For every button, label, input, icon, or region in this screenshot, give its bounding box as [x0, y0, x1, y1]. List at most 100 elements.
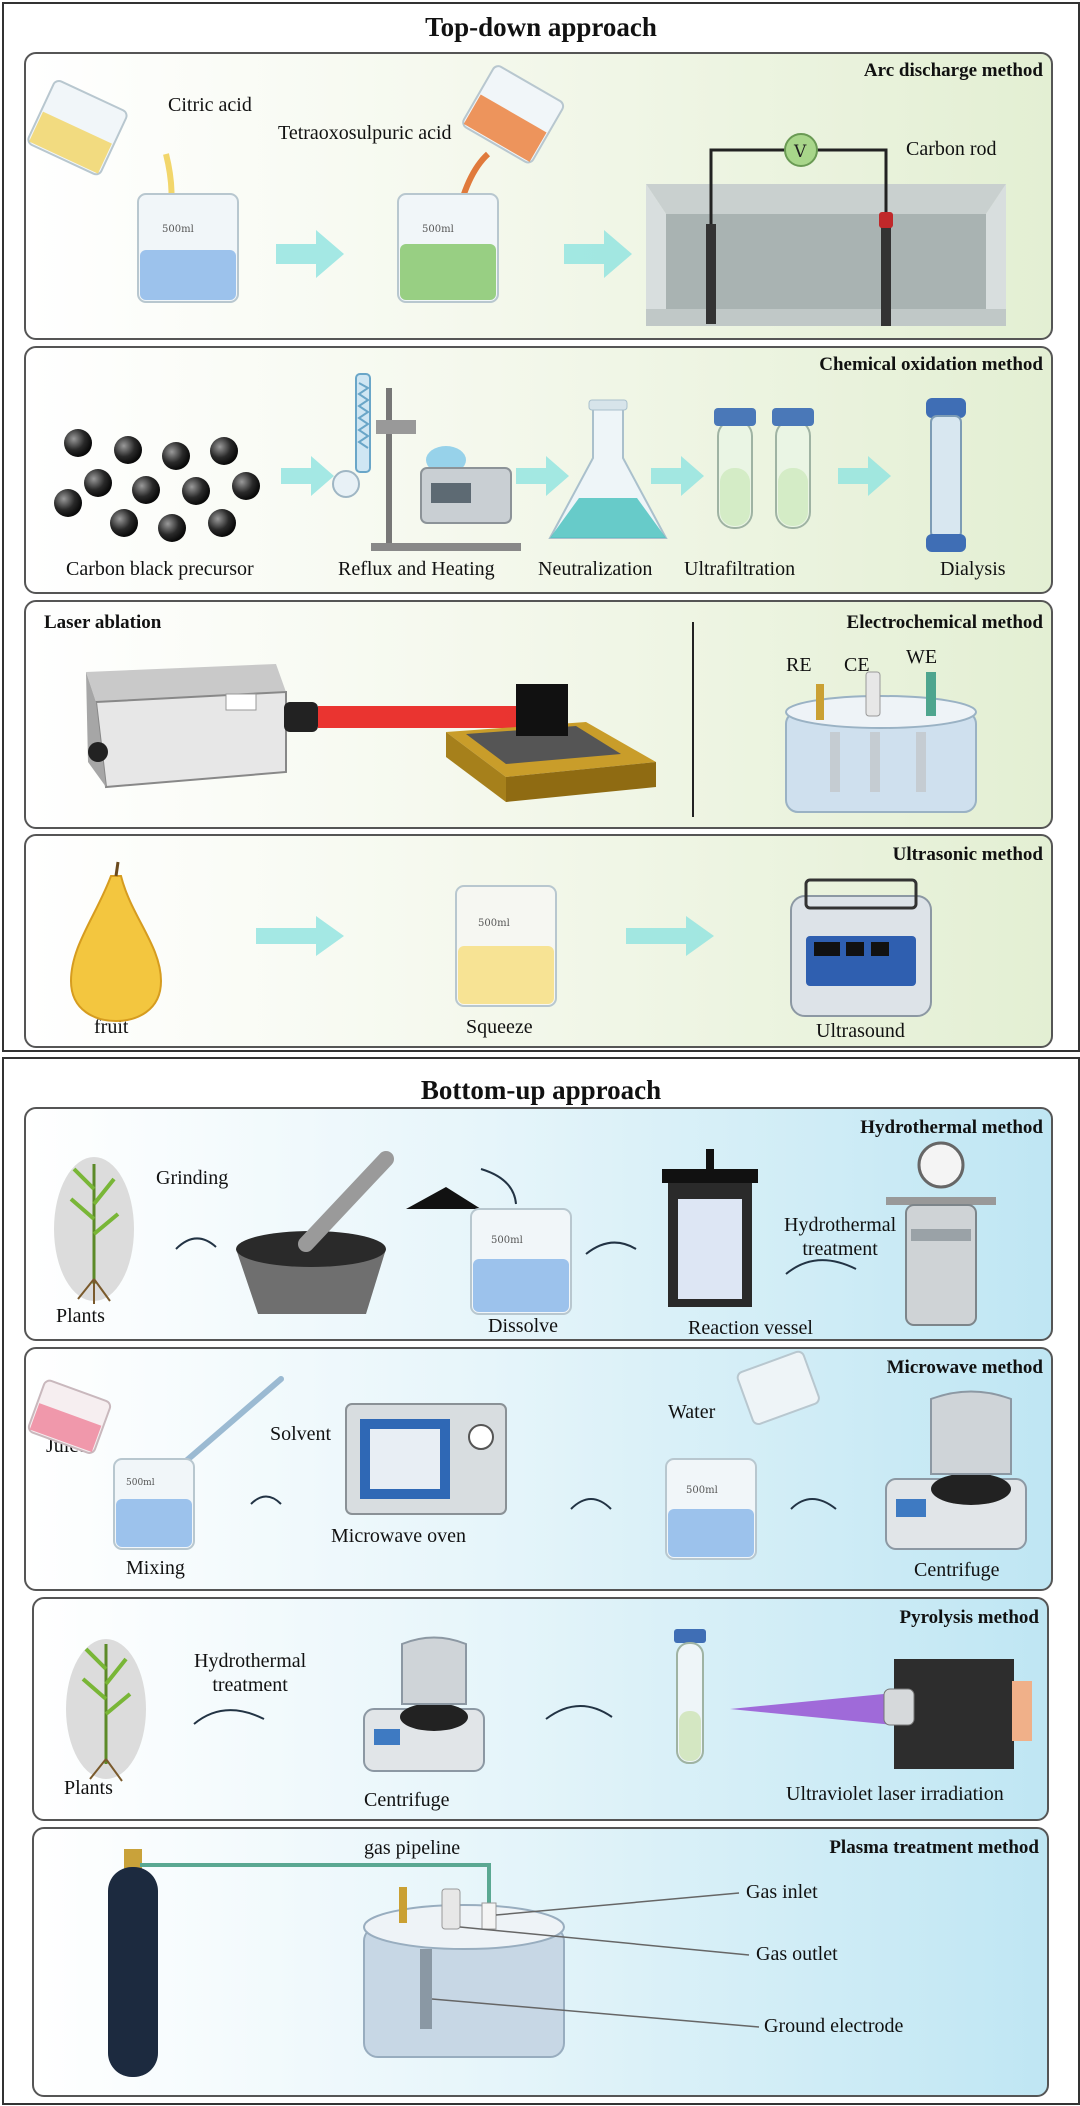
beaker-blue: 500ml [137, 193, 239, 303]
uv-beam [730, 1693, 894, 1725]
voltmeter [784, 133, 818, 167]
reaction-vessel-label: Reaction vessel [688, 1317, 813, 1339]
svg-text:500ml: 500ml [126, 1478, 155, 1488]
arrow-8 [626, 916, 714, 956]
bottom-up-title: Bottom-up approach [420, 1075, 662, 1105]
gas-outlet-label: Gas outlet [756, 1943, 838, 1965]
svg-text:500ml: 500ml [422, 224, 454, 235]
gas-pipeline-label: gas pipeline [364, 1837, 461, 1859]
pouring-water-beaker [736, 1350, 820, 1425]
uv-laser-label: Ultraviolet laser irradiation [786, 1783, 1004, 1805]
arc-discharge-illustration: 500ml 500ml [27, 65, 1006, 326]
sample-tube [674, 1629, 706, 1764]
ground-electrode-line [431, 1998, 760, 2028]
plasma-reactor [363, 1887, 565, 2058]
carbon-rod-right [881, 216, 891, 326]
grinding-label: Grinding [156, 1167, 229, 1189]
target-platform [446, 684, 656, 802]
curved-arrow-6 [570, 1498, 612, 1510]
solvent-label: Solvent [270, 1423, 332, 1445]
microwave-panel: Microwave method Juice Solvent Mixing Mi… [24, 1347, 1053, 1591]
pear-fruit [69, 861, 163, 1023]
ce-label: CE [844, 654, 870, 676]
centrifuge-1 [885, 1390, 1027, 1550]
dissolve-beaker: 500ml [470, 1208, 572, 1315]
bottom-up-section: Bottom-up approach Hydrothermal method P… [2, 1057, 1080, 2105]
centrifuge-label-2: Centrifuge [364, 1789, 450, 1811]
plant-icon-1 [54, 1157, 134, 1304]
curved-arrow-4 [785, 1259, 857, 1275]
pouring-beaker-citric [27, 79, 128, 176]
pouring-beaker-tetra [462, 65, 565, 164]
curved-arrow-2 [480, 1168, 517, 1205]
arc-discharge-title: Arc discharge method [863, 60, 1043, 81]
gas-outlet-line [459, 1926, 750, 1956]
svg-text:500ml: 500ml [491, 1235, 523, 1246]
arrow-4 [516, 456, 569, 496]
rotary-evaporator [332, 373, 521, 551]
microwave-title: Microwave method [886, 1357, 1043, 1378]
dropper [183, 1376, 284, 1464]
re-label: RE [786, 654, 812, 676]
ultrasonic-bath [790, 878, 932, 1017]
laser-beam [318, 706, 550, 728]
mortar-and-pestle [236, 1151, 481, 1314]
microwave-oven [345, 1403, 507, 1515]
juice-beaker [27, 1379, 112, 1454]
electrochemical-title: Electrochemical method [846, 612, 1043, 633]
uv-laser-device [883, 1659, 1032, 1769]
centrifuge-label-1: Centrifuge [914, 1559, 1000, 1581]
ultrasonic-panel: Ultrasonic method fruit Squeeze Ultrasou… [24, 834, 1053, 1048]
plants-label-2: Plants [64, 1777, 113, 1799]
gas-inlet-label: Gas inlet [746, 1881, 818, 1903]
centrifuge-2 [363, 1636, 485, 1772]
reaction-vessel [662, 1149, 758, 1307]
arrow-1 [276, 230, 344, 278]
arrow-3 [281, 456, 334, 496]
hydrothermal-panel: Hydrothermal method Plants Grinding Diss… [24, 1107, 1053, 1341]
carbon-black-particles [54, 429, 260, 542]
pyrolysis-illustration [66, 1629, 1032, 1782]
dialysis-label: Dialysis [940, 558, 1006, 580]
neutralization-label: Neutralization [538, 558, 653, 580]
voltmeter-label: V [793, 142, 807, 162]
tetraoxosulpuric-acid-label: Tetraoxosulpuric acid [278, 122, 452, 144]
plant-icon-2 [66, 1639, 146, 1782]
reflux-label: Reflux and Heating [338, 558, 495, 580]
plasma-illustration [108, 1849, 760, 2077]
ultrafiltration-tubes [714, 408, 814, 529]
svg-text:500ml: 500ml [478, 918, 510, 929]
ultrasonic-illustration: 500ml [69, 861, 932, 1023]
chemical-oxidation-title: Chemical oxidation method [819, 354, 1043, 375]
beaker-green: 500ml [397, 193, 499, 303]
citric-acid-label: Citric acid [168, 94, 252, 116]
ultrasound-label: Ultrasound [816, 1020, 905, 1042]
laser-ablation-title: Laser ablation [44, 612, 162, 633]
we-label: WE [906, 646, 938, 668]
arc-tank [646, 184, 1006, 326]
chemical-oxidation-panel: Chemical oxidation method Carbon black p… [24, 346, 1053, 594]
svg-text:500ml: 500ml [162, 224, 194, 235]
svg-text:500ml: 500ml [686, 1485, 718, 1496]
plasma-panel: Plasma treatment method gas pipeline Gas… [32, 1827, 1049, 2097]
electrochemical-cell [785, 671, 977, 813]
carbon-black-label: Carbon black precursor [66, 558, 254, 580]
hydrothermal-title: Hydrothermal method [860, 1117, 1043, 1138]
microwave-oven-label: Microwave oven [331, 1525, 466, 1547]
water-label: Water [668, 1401, 716, 1423]
chemical-oxidation-illustration [54, 373, 966, 552]
arrow-7 [256, 916, 344, 956]
ground-electrode-label: Ground electrode [764, 2015, 904, 2037]
gas-pipeline [140, 1863, 491, 1909]
rod-clamp [879, 212, 893, 228]
dialysis-cassette [926, 398, 966, 552]
curved-arrow-3 [585, 1241, 637, 1255]
laser-device [86, 664, 318, 789]
squeeze-label: Squeeze [466, 1016, 533, 1038]
carbon-rod-left [706, 224, 716, 324]
plasma-title: Plasma treatment method [829, 1837, 1039, 1858]
arc-discharge-panel: Arc discharge method Citric acid Tetraox… [24, 52, 1053, 340]
arrow-2 [564, 230, 632, 278]
